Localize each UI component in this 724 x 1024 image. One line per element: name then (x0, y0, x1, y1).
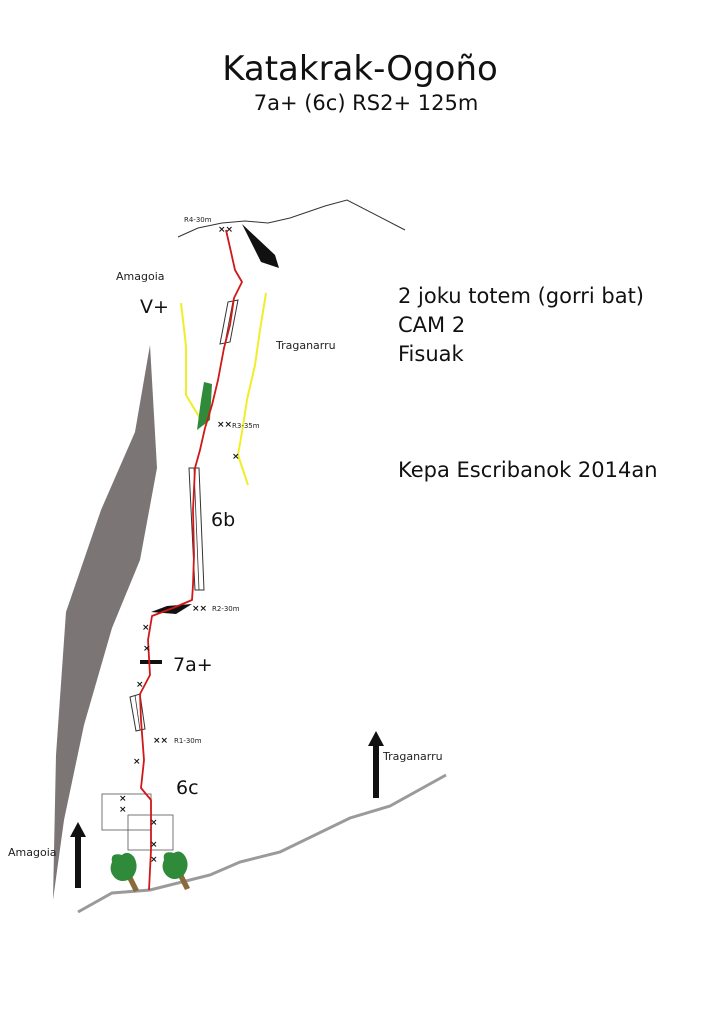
bolt-p1-c: × (119, 805, 127, 815)
bolt-p1-a: × (133, 757, 141, 767)
grade-pitch3: 6b (211, 509, 235, 531)
bolt-r3: ×× (217, 420, 232, 430)
bolt-p2-c: × (136, 680, 144, 690)
gear-note-cam: CAM 2 (398, 313, 465, 337)
route-grade-summary: 7a+ (6c) RS2+ 125m (254, 91, 479, 115)
tree-icon (110, 852, 139, 892)
belay-label-r4: R4-30m (184, 216, 212, 224)
bolt-p1-b: × (119, 794, 127, 804)
grade-pitch2: 7a+ (173, 654, 213, 676)
amagoia-route-line (180, 302, 205, 426)
grade-pitch1: 6c (176, 777, 199, 799)
gear-note-totem: 2 joku totem (gorri bat) (398, 284, 644, 308)
vegetation-patch (197, 382, 212, 430)
ground-line (77, 773, 447, 914)
summit-ridge (177, 199, 406, 238)
bolt-p1-f: × (150, 855, 158, 865)
label-amagoia-bottom: Amagoia (8, 846, 57, 859)
bolt-p2-b: × (143, 644, 151, 654)
belay-label-r3: R3-35m (232, 422, 260, 430)
belay-label-r1: R1-30m (174, 737, 202, 745)
label-amagoia-top: Amagoia (116, 270, 165, 283)
crack-lower-split (134, 694, 141, 731)
arrow-up-icon (368, 731, 384, 798)
author-credit: Kepa Escribanok 2014an (398, 458, 658, 482)
label-traganarru-top: Traganarru (275, 339, 336, 352)
grade-amagoia: V+ (140, 296, 169, 318)
label-traganarru-bottom: Traganarru (382, 750, 443, 763)
belay-label-r2: R2-30m (212, 605, 240, 613)
bolt-r1: ×× (153, 736, 168, 746)
bolt-r4: ×× (218, 225, 233, 235)
main-route-line (139, 229, 243, 891)
gear-note-cracks: Fisuak (398, 342, 465, 366)
arrow-up-icon (70, 822, 86, 888)
tree-icon (162, 851, 190, 890)
rock-wall (53, 345, 157, 900)
bolt-p2-a: × (142, 623, 150, 633)
summit-roof (242, 224, 279, 268)
topo-title: Katakrak-Ogoño (222, 49, 498, 89)
bolt-pitch4: × (232, 452, 240, 462)
bolt-r2: ×× (192, 604, 207, 614)
bolt-p1-e: × (150, 840, 158, 850)
traganarru-route-line (236, 292, 267, 486)
crux-roof-bar (140, 660, 162, 664)
bolt-p1-d: × (150, 818, 158, 828)
